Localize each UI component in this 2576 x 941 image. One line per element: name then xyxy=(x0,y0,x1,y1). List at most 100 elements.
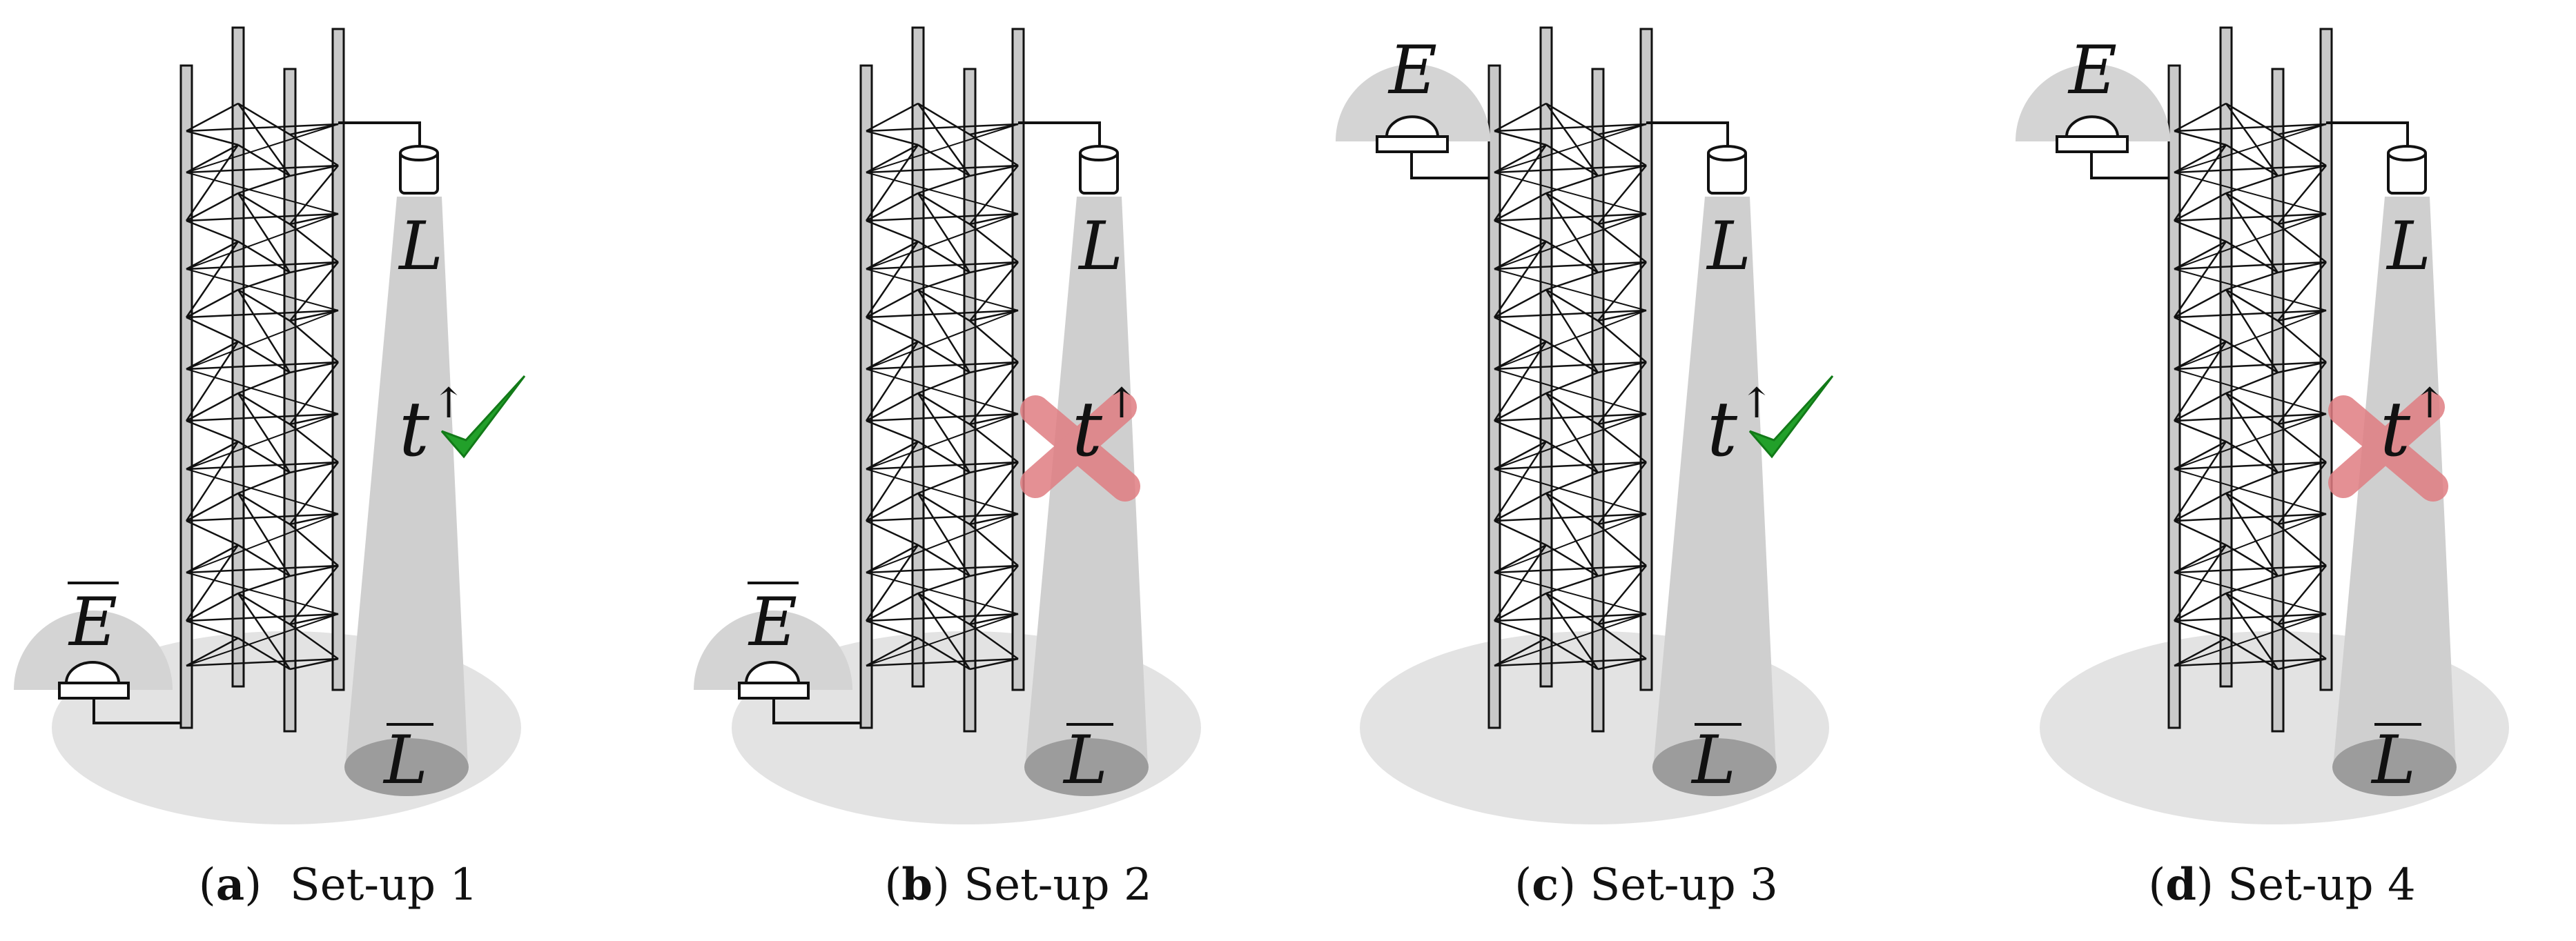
tower-beam xyxy=(2174,440,2227,471)
tower-brace xyxy=(186,419,239,443)
tower-beam xyxy=(289,613,339,626)
tower-brace xyxy=(2225,271,2279,291)
tower-beam xyxy=(2174,164,2327,174)
sensor-base xyxy=(738,682,810,700)
tower-beam xyxy=(866,440,919,471)
tower-beam xyxy=(1494,592,1547,622)
tower-brace xyxy=(1494,172,1647,215)
panel-caption: (a) Set-up 1 xyxy=(0,859,676,911)
tower-beam xyxy=(1494,461,1647,471)
tower-brace xyxy=(1597,524,1647,566)
tower-beam xyxy=(1494,288,1547,319)
tower-brace xyxy=(1597,133,1647,167)
tower-beam xyxy=(2225,240,2279,274)
setup-diagram: LLt↑E xyxy=(14,26,526,824)
tower-beam xyxy=(1494,564,1647,574)
tower-brace xyxy=(2225,103,2279,177)
tower-beam xyxy=(866,613,1019,622)
tower-beam xyxy=(186,340,239,370)
tower-beam xyxy=(1545,492,1599,526)
tower-beam xyxy=(2174,544,2227,574)
tower-beam xyxy=(2225,544,2279,577)
tower-brace xyxy=(1494,130,1547,146)
ground-label: L xyxy=(1690,722,1736,799)
setup-diagram: LLt↑E xyxy=(2016,26,2509,824)
tower-brace xyxy=(186,572,339,615)
tower-brace xyxy=(1545,593,1599,670)
tower-brace xyxy=(866,572,1019,615)
sensor-label: E xyxy=(1387,32,1437,109)
tower-beam xyxy=(866,392,919,422)
tower-beam xyxy=(1545,544,1599,577)
tower-beam xyxy=(2225,143,2279,177)
tower-brace xyxy=(237,175,291,195)
light-label: L xyxy=(398,208,443,285)
lamp-cable xyxy=(338,121,421,150)
tower-brace xyxy=(866,519,919,546)
tower-brace xyxy=(1494,620,1547,640)
tower-brace xyxy=(865,144,919,221)
light-label: L xyxy=(1706,208,1751,285)
tower-mast xyxy=(859,64,873,729)
tower-brace xyxy=(2174,130,2227,146)
tower-beam xyxy=(1494,309,1647,319)
tower-mast xyxy=(1639,28,1653,691)
tower-beam xyxy=(186,492,239,522)
tower-brace xyxy=(1597,361,1647,425)
tower-brace xyxy=(1545,175,1599,195)
tower-beam xyxy=(2277,613,2327,626)
tower-beam xyxy=(1494,143,1547,174)
tower-brace xyxy=(186,268,339,311)
tower-brace xyxy=(866,316,919,343)
tower-brace xyxy=(1545,471,1599,495)
tower-beam xyxy=(186,288,239,319)
tower-brace xyxy=(865,441,919,522)
tower-brace xyxy=(2174,572,2327,615)
tower-brace xyxy=(2173,241,2227,318)
tower-brace xyxy=(1493,544,1548,622)
tower-beam xyxy=(866,592,919,622)
tower-beam xyxy=(866,637,919,667)
tower-brace xyxy=(2174,213,2327,270)
tower-beam xyxy=(2174,261,2327,270)
tower-brace xyxy=(1597,224,1647,263)
caption-paren-open: ( xyxy=(2148,860,2166,911)
tower-beam xyxy=(1494,340,1547,370)
tower-brace xyxy=(969,462,1019,525)
light-spot xyxy=(344,738,469,796)
tower-beam xyxy=(866,564,1019,574)
tower-beam xyxy=(866,261,1019,270)
tower-brace xyxy=(1493,441,1548,522)
tower-beam xyxy=(917,492,970,526)
tower-brace xyxy=(2225,289,2279,373)
tower-brace xyxy=(237,103,291,177)
tower-beam xyxy=(186,637,239,667)
sensor-cable xyxy=(2090,152,2169,179)
tower-brace xyxy=(917,371,970,395)
tower-brace xyxy=(186,620,239,640)
light-label: L xyxy=(1077,208,1123,285)
tower-brace xyxy=(2277,165,2327,225)
time-symbol: t xyxy=(2380,385,2411,473)
tower-beam xyxy=(1597,164,1647,177)
tower-brace xyxy=(1545,289,1599,373)
tower-beam xyxy=(186,564,339,574)
tower-mast xyxy=(2167,64,2181,729)
tower-beam xyxy=(289,361,339,374)
tower-brace xyxy=(866,419,919,443)
sensor-cable xyxy=(92,698,181,724)
tower-brace xyxy=(186,172,339,215)
tower-brace xyxy=(2173,144,2227,221)
tower-beam xyxy=(917,102,970,136)
tower-brace xyxy=(969,361,1019,425)
tower-beam xyxy=(1494,212,1647,222)
tower-brace xyxy=(2173,441,2227,522)
tower-beam xyxy=(1597,461,1647,474)
tower-beam xyxy=(866,240,919,270)
tower-brace xyxy=(865,341,919,422)
tower-brace xyxy=(969,424,1019,463)
tower-brace xyxy=(1545,371,1599,395)
